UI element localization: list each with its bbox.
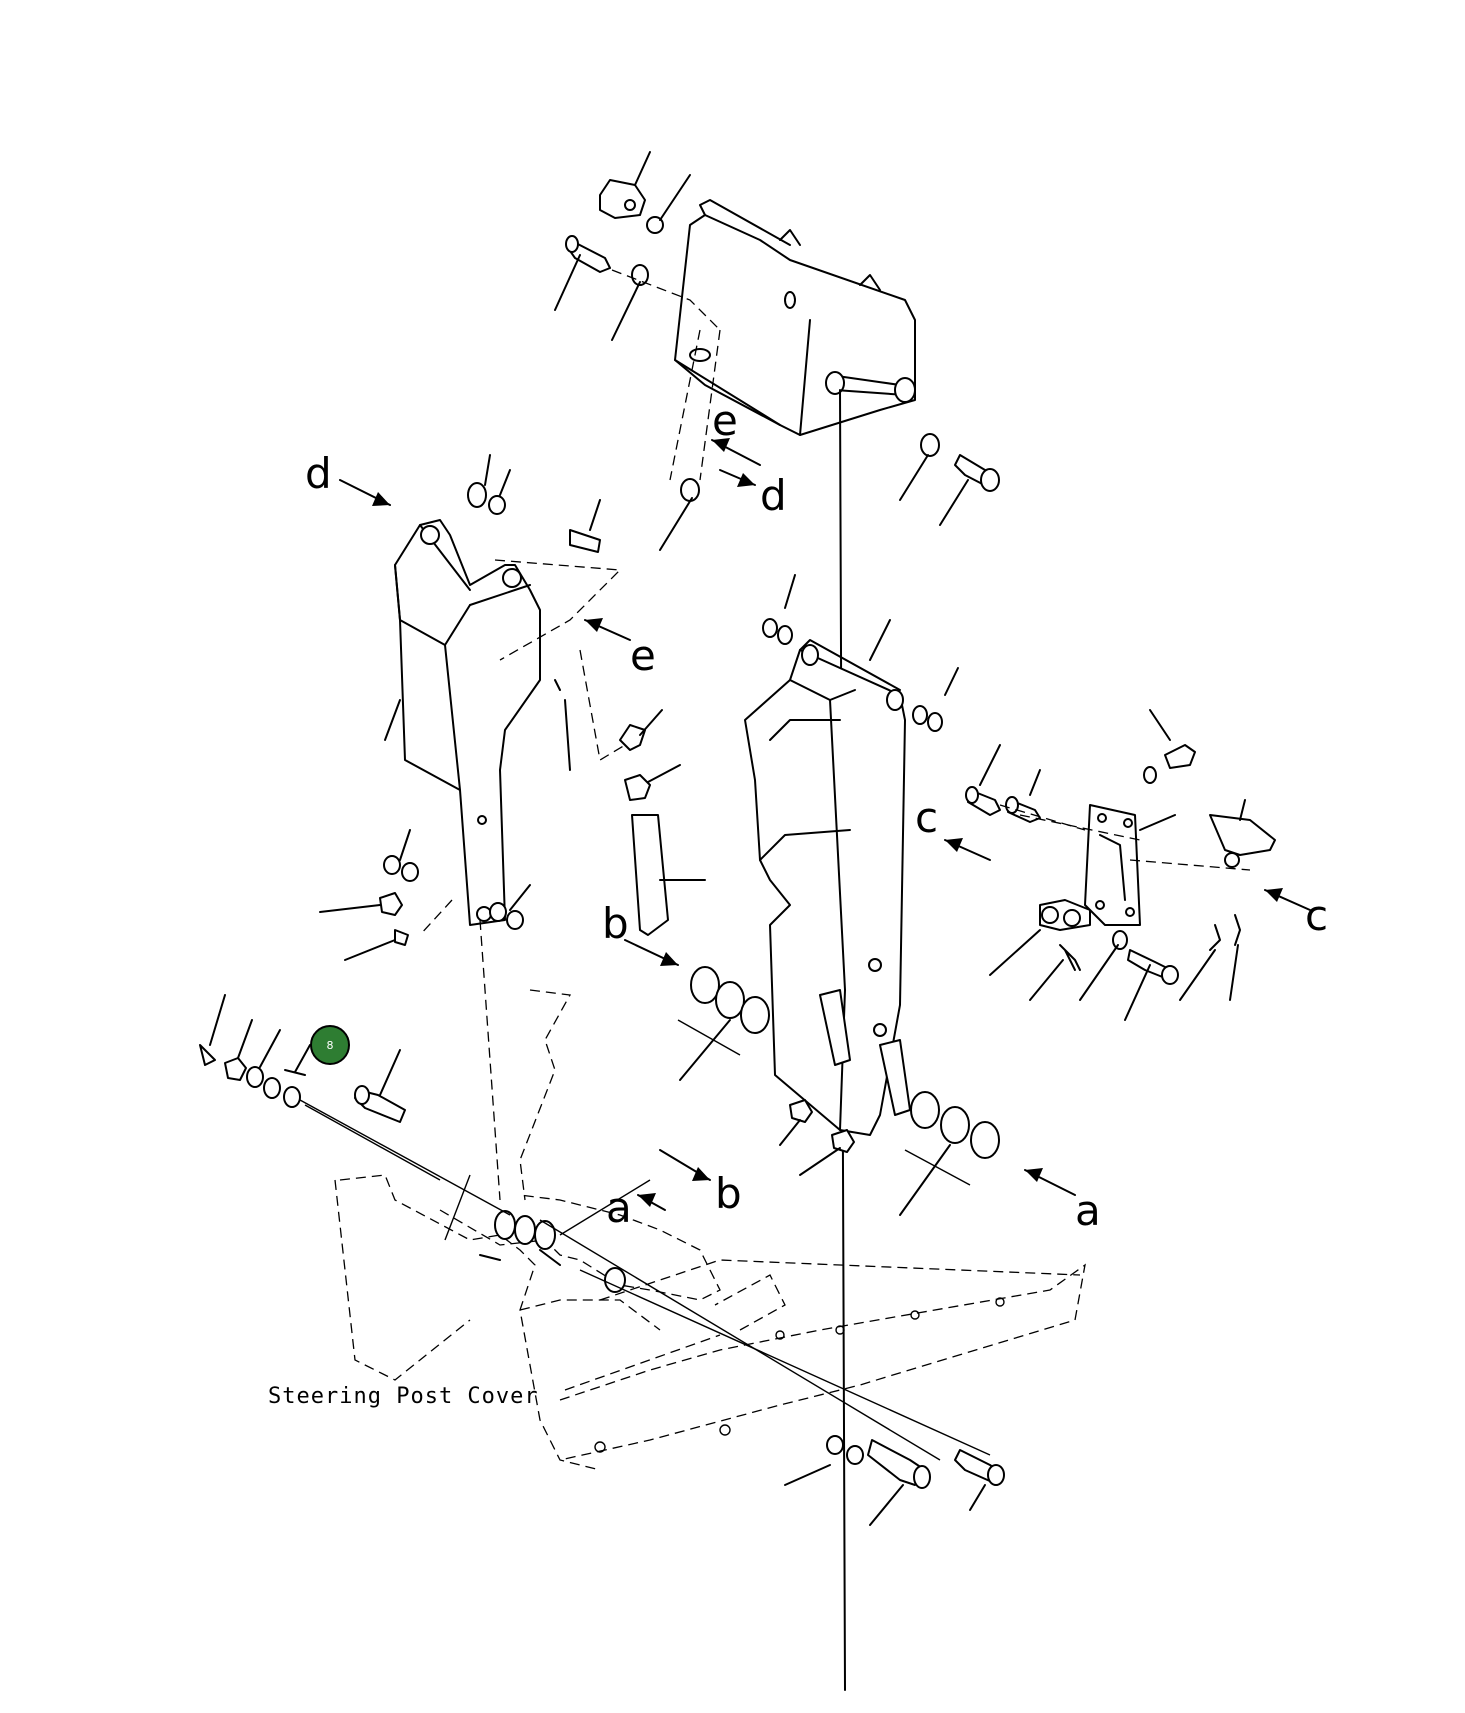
view-letter-e-top: e [712, 396, 738, 445]
right-post-cover [744, 619, 911, 1136]
view-letter-c-left: c [915, 793, 938, 842]
steering-post-cover-caption: Steering Post Cover [268, 1384, 539, 1409]
a-washer-set [899, 1091, 1000, 1216]
upper-console-cover [674, 199, 916, 1691]
view-letter-a-right: a [1075, 1186, 1101, 1235]
view-letter-e-left: e [630, 631, 656, 680]
left-cover-lower-fasteners [319, 829, 531, 961]
top-knob [599, 151, 691, 234]
view-letter-b-bottom: b [715, 1169, 742, 1218]
upper-right-fasteners [899, 433, 1000, 526]
floor-frame [334, 989, 1086, 1471]
view-letter-c-right: c [1305, 891, 1328, 940]
view-arrows [339, 438, 1311, 1211]
right-cover-fasteners [762, 574, 959, 1176]
view-letters: e d d e c c b b a a [305, 396, 1328, 1235]
b-washer-set [677, 966, 770, 1081]
pedal-bracket-assembly [989, 799, 1276, 1021]
column-base-hinge [299, 1099, 991, 1461]
left-post-cover [384, 519, 541, 1201]
left-cover-fasteners [467, 454, 706, 936]
callout-badge-label: 8 [327, 1039, 334, 1052]
view-letter-a-bottom: a [606, 1183, 632, 1232]
lower-right-fasteners [784, 1435, 1005, 1526]
left-fastener-stack [199, 994, 441, 1181]
view-letter-d-left: d [305, 449, 332, 498]
bracket-bolts [965, 709, 1196, 841]
callout-badge[interactable]: 8 [310, 1025, 350, 1065]
view-letter-b-left: b [602, 899, 629, 948]
view-letter-d-top: d [760, 471, 787, 520]
top-left-bolt [554, 235, 721, 551]
